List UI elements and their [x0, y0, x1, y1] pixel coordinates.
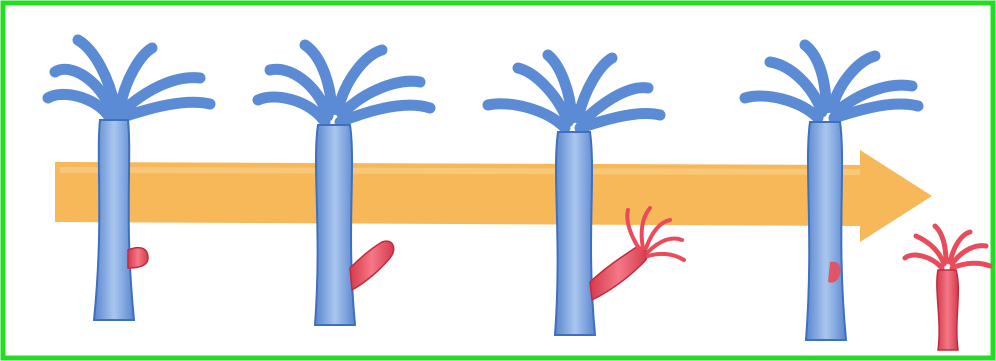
new-hydra-body	[937, 270, 958, 350]
hydra-body	[315, 125, 355, 325]
hydra-body	[94, 120, 134, 320]
hydra-body	[806, 122, 846, 340]
hydra-body	[555, 132, 595, 335]
arrow-highlight	[60, 170, 860, 172]
bud-small	[128, 248, 148, 268]
